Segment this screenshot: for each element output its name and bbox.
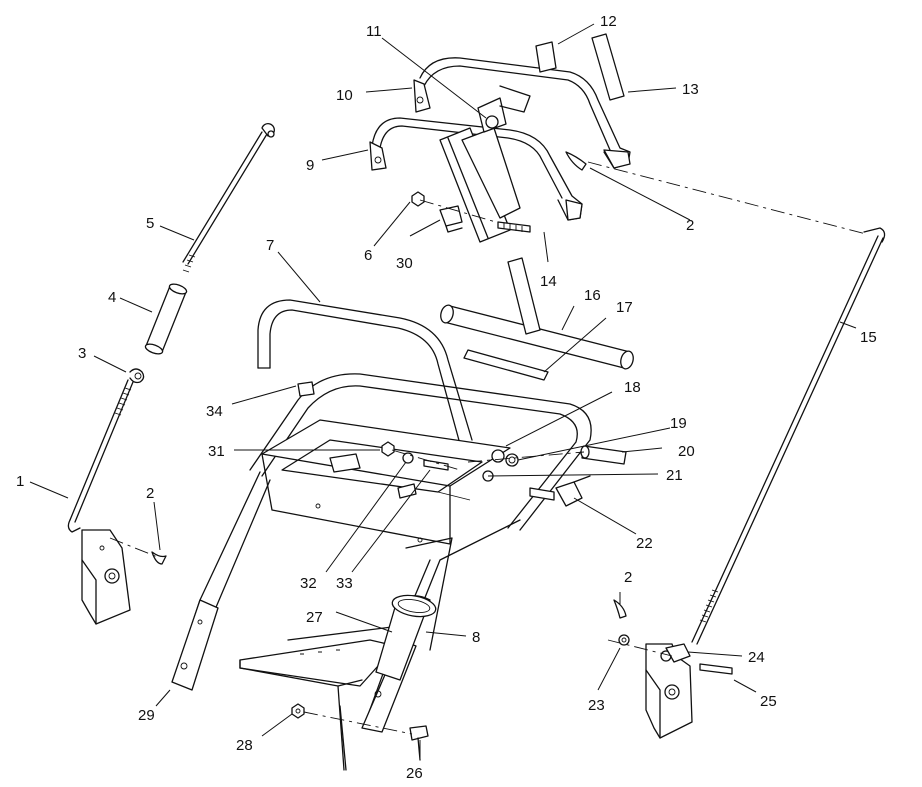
callout-24: 24: [748, 649, 765, 666]
handle-frame: [249, 373, 592, 545]
callout-30: 30: [396, 255, 413, 272]
callout-26: 26: [406, 765, 423, 782]
callout-22: 22: [636, 535, 653, 552]
handle-arms: [171, 471, 521, 733]
callout-18: 18: [624, 379, 641, 396]
callout-14: 14: [540, 273, 557, 290]
callout-25: 25: [760, 693, 777, 710]
callout-2-right: 2: [624, 569, 632, 586]
callout-5: 5: [146, 215, 154, 232]
callout-29: 29: [138, 707, 155, 724]
callout-28: 28: [236, 737, 253, 754]
callout-17: 17: [616, 299, 633, 316]
callout-numbers: 1 2 3 4 5 6 7 8 9 10 11 12 13 14 15 16 1…: [16, 13, 877, 782]
lower-handle-9: [369, 117, 583, 221]
sleeve-4: [144, 283, 188, 355]
bolt-26-nut-28: [291, 703, 429, 761]
right-bracket: [607, 639, 733, 739]
hairpin-2-upper: [565, 151, 587, 171]
callout-32: 32: [300, 575, 317, 592]
callout-1: 1: [16, 473, 24, 490]
callout-13: 13: [682, 81, 699, 98]
upper-handle-10: [413, 57, 631, 169]
callout-23: 23: [588, 697, 605, 714]
washer-23-hairpin-2-right: [613, 599, 630, 646]
callout-7: 7: [266, 237, 274, 254]
callout-3: 3: [78, 345, 86, 362]
callout-34: 34: [206, 403, 223, 420]
nut-6-lever-30: [411, 191, 531, 233]
shaft-16: [440, 257, 634, 370]
hairpin-2-left: [151, 551, 167, 565]
callout-6: 6: [364, 247, 372, 264]
right-control-rod-15: [587, 161, 886, 645]
callout-33: 33: [336, 575, 353, 592]
callout-19: 19: [670, 415, 687, 432]
left-bracket: [81, 529, 161, 625]
callout-8: 8: [472, 629, 480, 646]
callout-27: 27: [306, 609, 323, 626]
callout-15: 15: [860, 329, 877, 346]
control-bar-lever: [439, 85, 531, 243]
pivot-parts-18-22: [467, 445, 627, 507]
handle-7: [257, 299, 473, 445]
callout-9: 9: [306, 157, 314, 174]
tube-27-clamp-8: [375, 594, 437, 681]
callout-2-upper: 2: [686, 217, 694, 234]
callout-31: 31: [208, 443, 225, 460]
plate-17: [463, 349, 549, 381]
callout-11: 11: [366, 23, 382, 40]
fasteners-31-33: [381, 441, 461, 471]
callout-10: 10: [336, 87, 353, 104]
callout-4: 4: [108, 289, 116, 306]
clip-3: [129, 368, 145, 384]
leader-lines: [29, 23, 857, 760]
decal-34: [297, 381, 315, 397]
left-control-rod: [67, 123, 275, 533]
callout-16: 16: [584, 287, 601, 304]
callout-2-left: 2: [146, 485, 154, 502]
callout-21: 21: [666, 467, 683, 484]
callout-20: 20: [678, 443, 695, 460]
decal-12-13: [535, 33, 625, 101]
lower-mount-frame: [239, 537, 453, 771]
callout-12: 12: [600, 13, 617, 30]
